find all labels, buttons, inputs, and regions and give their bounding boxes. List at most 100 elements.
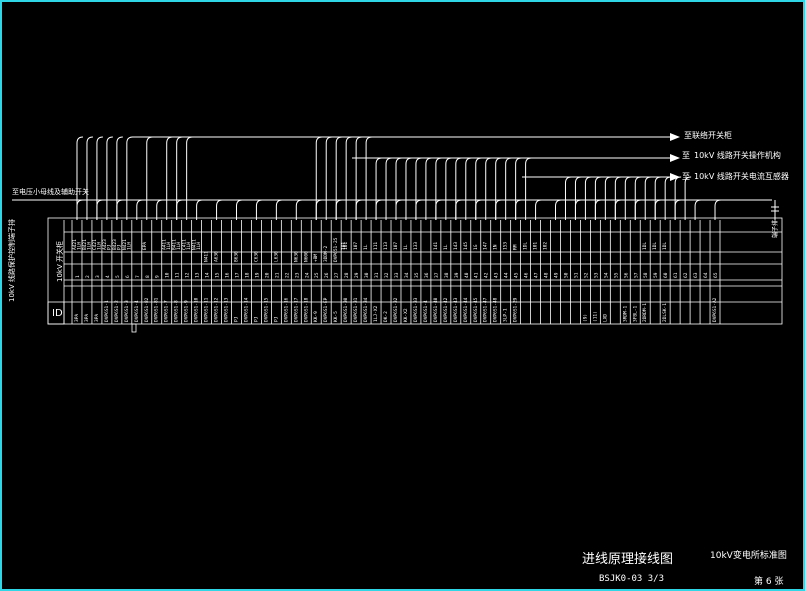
terminal-number: 60 — [663, 272, 669, 278]
terminal-number: 27 — [334, 272, 340, 278]
bus-label-third: 10kV 线路开关电流互感器 — [694, 172, 789, 181]
drop-second — [435, 157, 442, 220]
device-ref: 3LP-1 — [503, 308, 509, 322]
top-code: N411 — [192, 239, 198, 250]
drop-left — [295, 199, 303, 220]
terminal-number: 37 — [434, 272, 440, 278]
upper-code: 141 — [433, 242, 439, 250]
device-ref: DVP6S1-3 — [124, 300, 130, 322]
device-ref: PJ — [233, 316, 239, 322]
drop-left — [275, 199, 283, 220]
upper-code: 101 — [343, 242, 349, 250]
drop-top — [186, 136, 193, 220]
drop-left — [555, 199, 562, 220]
device-ref: DVP6S1-1 — [104, 300, 110, 322]
device-ref: DVP6S1-32 — [393, 297, 399, 322]
device-ref: DVP6S1-EP — [323, 297, 329, 322]
tab-marker — [131, 323, 137, 333]
terminal-number: 49 — [554, 272, 560, 278]
drop-second — [385, 157, 393, 220]
drawing-number: BSJK0-03 3/3 — [599, 574, 665, 584]
device-ref: DVP6S1-47 — [483, 297, 489, 322]
device-ref: DVP6S1-48 — [493, 297, 499, 322]
terminal-number: 61 — [673, 272, 679, 278]
strip-id-label: ID — [52, 308, 63, 319]
upper-code: 1DL — [642, 242, 648, 250]
drop-third — [664, 176, 672, 220]
drop-top — [166, 136, 173, 220]
drop-left — [694, 199, 702, 220]
wire-code: 1LH — [176, 242, 182, 250]
terminal-number: 11 — [175, 272, 181, 278]
upper-code: 147 — [483, 242, 489, 250]
drop-left — [235, 199, 243, 220]
terminal-number: 22 — [284, 272, 290, 278]
drop-left — [96, 199, 103, 220]
device-ref: DVP6S1-2 — [114, 300, 120, 322]
device-ref: 3PA — [94, 314, 100, 322]
drop-left — [255, 199, 263, 220]
device-ref: KK-X2 — [403, 308, 409, 322]
terminal-number: 41 — [474, 272, 480, 278]
terminal-number: 57 — [633, 272, 639, 278]
drop-left — [654, 199, 662, 220]
drop-top — [176, 136, 183, 220]
drop-third — [624, 176, 632, 220]
terminal-number: 12 — [185, 272, 191, 278]
device-ref: DVP6S1-13 — [224, 297, 230, 322]
upper-code: 153 — [503, 242, 509, 250]
terminal-number: 2 — [85, 275, 91, 278]
wire-code: 1LH — [76, 242, 82, 250]
wire-code: 1LH — [186, 242, 192, 250]
strip-frame — [47, 217, 783, 325]
device-ref: DVP6S1-14 — [243, 297, 249, 322]
mid-code: A630 — [214, 251, 220, 262]
drop-second — [495, 157, 502, 220]
terminal-number: 35 — [414, 272, 420, 278]
bus-label-second-prefix: 至 — [682, 151, 690, 160]
terminal-number: 51 — [573, 272, 579, 278]
bus-arrow — [670, 173, 680, 181]
device-ref: DVP6S1-18 — [303, 297, 309, 322]
drop-left — [76, 199, 84, 220]
drop-left — [614, 199, 622, 220]
terminal-number: 46 — [524, 272, 530, 278]
terminal-number: 47 — [534, 272, 540, 278]
device-ref: 1LJ-X2 — [373, 305, 379, 322]
device-ref: 3RDM-1 — [622, 305, 628, 322]
terminal-number: 24 — [304, 272, 310, 278]
drop-top — [315, 136, 323, 220]
mid-code: C630 — [253, 251, 259, 262]
terminal-number: 3 — [95, 275, 101, 278]
drop-top — [86, 136, 93, 220]
top-code: C421 — [92, 239, 98, 250]
device-ref: DVP6S1-34 — [363, 297, 369, 322]
terminal-number: 52 — [583, 272, 589, 278]
drop-third — [594, 176, 602, 220]
drop-top — [355, 136, 363, 220]
terminal-number: 21 — [274, 272, 280, 278]
drop-left — [176, 199, 183, 220]
device-ref: DVP6S1-16 — [283, 297, 289, 322]
top-code: B423 — [112, 239, 118, 250]
drop-left — [455, 199, 462, 220]
drop-top — [106, 136, 113, 220]
terminal-number: 64 — [703, 272, 709, 278]
terminal-number: 28 — [344, 272, 350, 278]
terminal-number: 17 — [234, 272, 240, 278]
device-ref: 3FBL-1 — [632, 305, 638, 322]
drop-left — [495, 199, 502, 220]
terminal-number: 50 — [563, 272, 569, 278]
drop-left — [156, 199, 163, 220]
terminal-number: 5 — [115, 275, 121, 278]
drop-left — [395, 199, 403, 220]
terminal-number: 29 — [354, 272, 360, 278]
device-ref: DVP6S1-7 — [164, 300, 170, 322]
upper-code: 101 — [533, 242, 539, 250]
drop-third — [654, 176, 662, 220]
terminal-number: 56 — [623, 272, 629, 278]
top-code: A421 — [72, 239, 78, 250]
device-ref: DVP6S1-9 — [184, 300, 190, 322]
terminal-number: 10 — [165, 272, 171, 278]
terminal-number: 26 — [324, 272, 330, 278]
